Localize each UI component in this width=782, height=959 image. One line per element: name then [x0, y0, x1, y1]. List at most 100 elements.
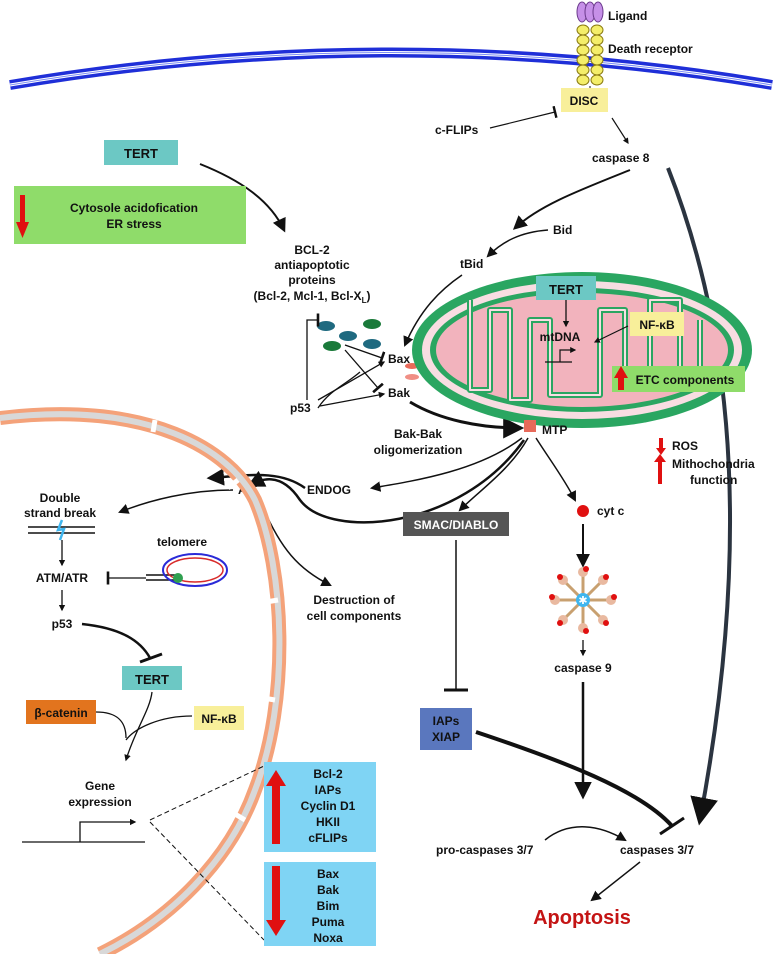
etc-label: ETC components: [636, 373, 735, 387]
disc-box: [561, 88, 608, 112]
callout-line-down: [149, 821, 265, 941]
iaps-box: [420, 708, 472, 750]
telomere-label: telomere: [157, 535, 207, 549]
bcl2-inhibits-bak: [344, 349, 384, 394]
cytc-label: cyt c: [597, 504, 625, 518]
caspase8-to-bid-arrow: [512, 169, 631, 230]
casp37-to-apoptosis-arrow: [590, 861, 641, 902]
bakbak-line2: oligomerization: [374, 443, 463, 457]
bcl2-line3: proteins: [288, 273, 336, 287]
death-receptor-icon: [576, 24, 604, 86]
bcl2-inhibits-bax: [344, 344, 386, 365]
mtp-label: MTP: [542, 423, 567, 437]
down-gene-item: Bim: [317, 899, 340, 913]
bid-label: Bid: [553, 223, 572, 237]
mtp-to-cytc-arrow: [535, 437, 576, 502]
iaps-tbar: [659, 816, 685, 836]
tert-mito-label: TERT: [549, 282, 583, 297]
tert-to-bcl2-arrow: [199, 163, 286, 233]
up-gene-item: Cyclin D1: [301, 799, 356, 813]
dna-break-icon: [28, 519, 95, 541]
gene-line1: Gene: [85, 779, 115, 793]
ligand-label: Ligand: [608, 9, 647, 23]
mtp-to-smac-arrow: [458, 437, 529, 512]
nuclear-pores: [150, 419, 279, 823]
apoptosis-label: Apoptosis: [533, 907, 631, 929]
p53-nuc-label: p53: [52, 617, 73, 631]
tert-box-mito: [536, 276, 596, 300]
down-gene-item: Bak: [317, 883, 339, 897]
caspase9-label: caspase 9: [554, 661, 612, 675]
p53-tbar: [139, 652, 163, 664]
red-down-arrow-icon: [16, 195, 29, 238]
mito-func-line2: function: [690, 473, 737, 487]
acidification-box: [14, 186, 246, 244]
gene-promoter-icon: [22, 822, 145, 843]
down-gene-item: Bax: [317, 867, 339, 881]
p53-inhibits-bcl2: [306, 313, 320, 400]
casp37-label: caspases 3/7: [620, 843, 694, 857]
gene-line2: expression: [68, 795, 131, 809]
up-gene-item: HKII: [316, 815, 340, 829]
destruction-line2: cell components: [307, 609, 402, 623]
up-genes-arrow-icon: [266, 770, 286, 844]
disc-to-caspase8-arrow: [611, 117, 629, 145]
p53-to-bcl2-curve: [317, 371, 361, 409]
cell-membrane-core: [9, 52, 773, 86]
tbid-label: tBid: [460, 257, 483, 271]
caspase8-label: caspase 8: [592, 151, 650, 165]
iaps-inhibits-casp37: [475, 730, 674, 828]
acidification-line1: Cytosole acidofication: [70, 201, 198, 215]
apoptosome-icon: ✱: [549, 566, 617, 634]
bakbak-line1: Bak-Bak: [394, 427, 442, 441]
red-up-arrow-icon: [614, 366, 628, 390]
c-flips-inhibits-disc: [489, 105, 558, 129]
bcl2-line2: antiapoptotic: [274, 258, 350, 272]
svg-text:✱: ✱: [578, 595, 587, 607]
tert-nuc-label: TERT: [135, 672, 169, 687]
bcat-box: [26, 700, 96, 724]
mtdna-promoter-icon: [545, 350, 575, 363]
iaps-line1: IAPs: [433, 714, 460, 728]
bcl2-line1: BCL-2: [294, 243, 330, 257]
iaps-line2: XIAP: [432, 730, 460, 744]
tert-box-top: [104, 140, 178, 165]
bcat-to-gene-arrow: [95, 711, 127, 739]
c-flips-label: c-FLIPs: [435, 123, 479, 137]
p53-inhibits-tert: [81, 622, 152, 659]
mtp-to-endog-arrow: [369, 437, 523, 492]
bcl2-protein-dots: [317, 319, 381, 351]
acidification-line2: ER stress: [106, 217, 162, 231]
nuclear-envelope-lumen: [0, 411, 283, 957]
nfkb-to-mtdna-arrow: [593, 325, 629, 343]
up-gene-item: cFLIPs: [308, 831, 348, 845]
bax-label: Bax: [388, 352, 410, 366]
bcat-label: β-catenin: [34, 706, 87, 720]
mtp-to-aif-arrow: [246, 439, 526, 524]
endog-label: ENDOG: [307, 483, 351, 497]
aif-to-dsb-arrow: [118, 489, 234, 514]
mito-func-up-arrow-icon: [654, 454, 666, 484]
down-genes-arrow-icon: [266, 866, 286, 936]
down-gene-item: Puma: [312, 915, 345, 929]
cytc-icon: [577, 505, 589, 517]
down-genes-box: [264, 862, 376, 946]
bcl2-line4: (Bcl-2, Mcl-1, Bcl-XL): [254, 289, 371, 305]
down-gene-item: Noxa: [313, 931, 343, 945]
ligand-icon: [576, 1, 604, 23]
smac-box: [403, 512, 509, 536]
ros-down-arrow-icon: [656, 438, 666, 455]
dsb-line2: strand break: [24, 506, 96, 520]
nfkb-box-nuc: [194, 706, 244, 730]
destruction-line1: Destruction of: [313, 593, 395, 607]
callout-line-up: [149, 765, 265, 821]
procasp-to-casp37-arrow: [544, 826, 627, 842]
death-receptor-label: Death receptor: [608, 42, 693, 56]
endog-to-dsb-arrow: [206, 468, 306, 490]
up-genes-box: [264, 762, 376, 852]
ros-label: ROS: [672, 439, 698, 453]
